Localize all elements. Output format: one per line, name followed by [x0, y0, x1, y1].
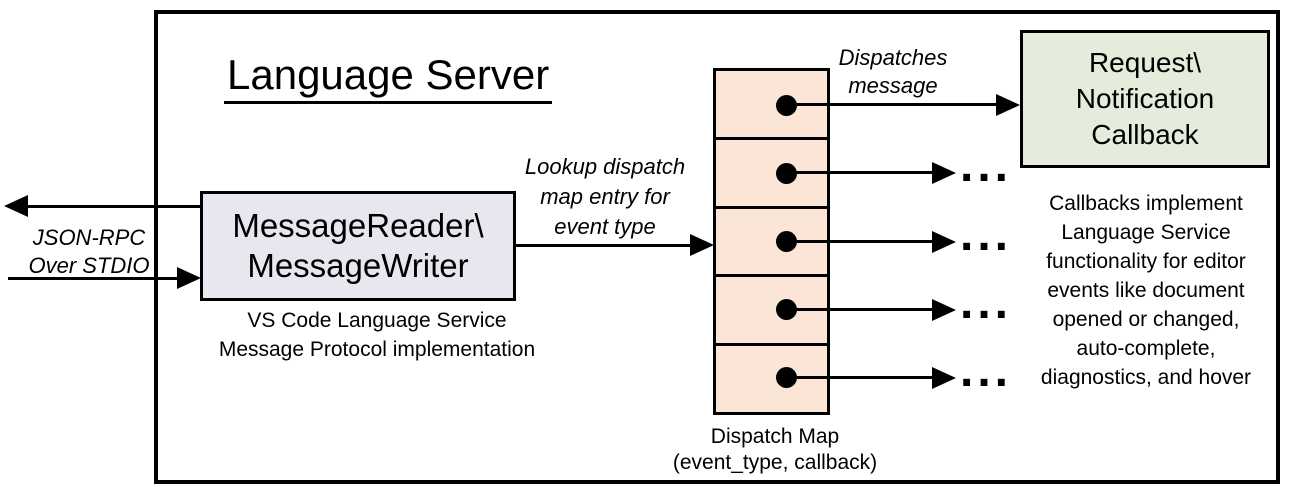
lookup-label: Lookup dispatch map entry for event type — [524, 154, 686, 239]
dispatch-cell — [716, 136, 827, 206]
dispatch-arrowhead-icon-3 — [932, 231, 956, 253]
dispatch-cell — [716, 205, 827, 275]
dispatch-arrowhead-icon-5 — [932, 367, 956, 389]
language-server-boundary — [154, 10, 1280, 484]
lookup-arrow-line — [516, 244, 690, 247]
dispatch-cell — [716, 274, 827, 343]
reader-caption: VS Code Language Service Message Protoco… — [218, 309, 536, 361]
dispatch-arrow-line-2 — [786, 171, 934, 174]
lookup-arrowhead-icon — [690, 234, 714, 256]
callbacks-note: Callbacks implement Language Service fun… — [1040, 192, 1252, 389]
dispatch-arrow-line-5 — [786, 376, 934, 379]
dispatches-label: Dispatches message — [838, 45, 948, 98]
request-notification-callback-box: Request\ Notification Callback — [1020, 30, 1270, 168]
stdio-in-arrow-line — [8, 277, 178, 280]
ellipsis-callbacks-3: ... — [960, 208, 1013, 261]
dispatch-cell — [716, 343, 827, 412]
stdio-out-arrow-line — [24, 205, 200, 208]
dispatch-arrow-line-4 — [786, 308, 934, 311]
stdio-label: JSON-RPC Over STDIO — [28, 225, 150, 278]
dispatch-arrowhead-icon-1 — [996, 94, 1020, 116]
ellipsis-callbacks-5: ... — [960, 344, 1013, 397]
stdio-in-arrowhead-icon — [177, 267, 201, 289]
stdio-out-arrowhead-icon — [4, 195, 28, 217]
dispatch-arrowhead-icon-4 — [932, 299, 956, 321]
dispatch-arrow-line-3 — [786, 240, 934, 243]
dispatch-arrow-line-1 — [786, 103, 998, 106]
dispatch-map-caption: Dispatch Map (event_type, callback) — [672, 425, 878, 474]
diagram-title: Language Server — [224, 52, 553, 104]
message-reader-writer-box: MessageReader\ MessageWriter — [200, 191, 516, 301]
ellipsis-callbacks-4: ... — [960, 276, 1013, 329]
ellipsis-callbacks-2: ... — [960, 139, 1013, 192]
dispatch-arrowhead-icon-2 — [932, 162, 956, 184]
